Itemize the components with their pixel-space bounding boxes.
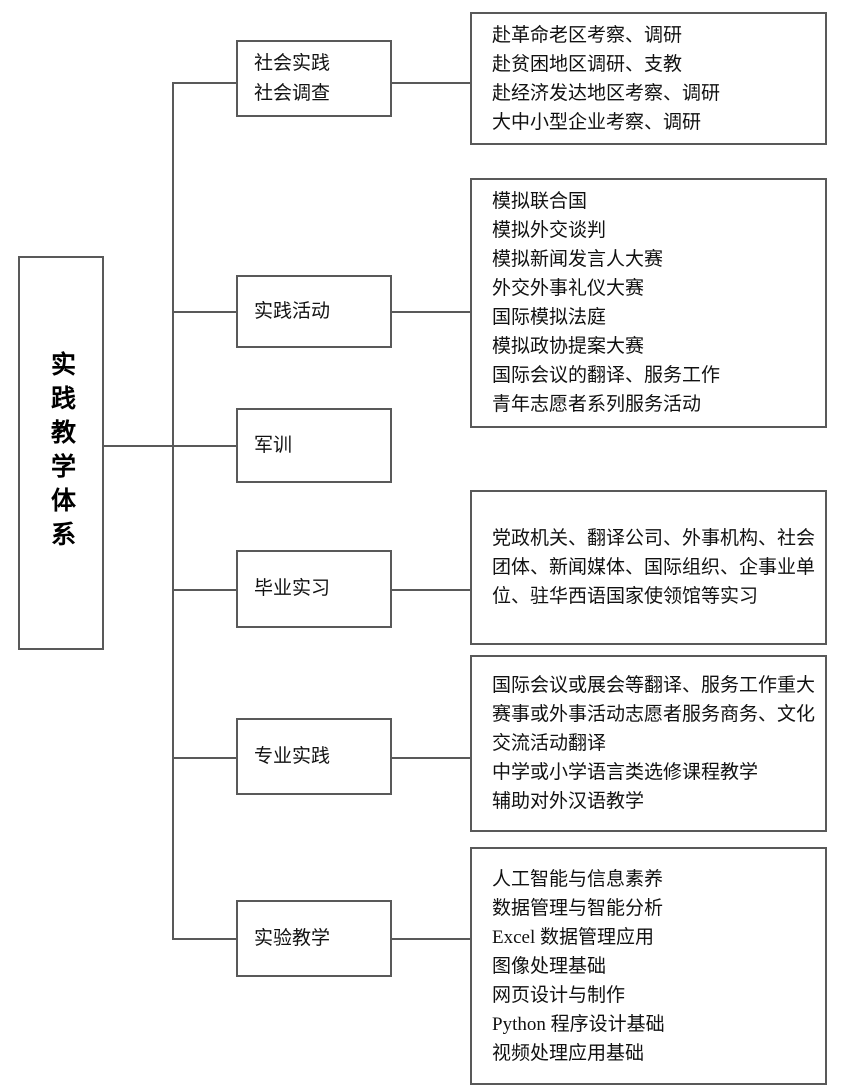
detail-line: 中学或小学语言类选修课程教学 [492,762,759,783]
connector-root-to-trunk [103,445,173,447]
detail-line: 国际会议的翻译、服务工作 [492,365,721,386]
connector-trunk-to-category-2 [172,311,237,313]
connector-trunk-to-category-4 [172,589,237,591]
detail-line: 模拟联合国 [492,191,588,212]
detail-line: 模拟新闻发言人大赛 [492,249,664,270]
detail-line: 国际会议或展会等翻译、服务工作重大赛事或外事活动志愿者服务商务、文化交流活动翻译 [492,675,816,754]
detail-line: 赴贫困地区调研、支教 [492,53,683,75]
detail-line: 模拟外交谈判 [492,220,607,241]
detail-line: 辅助对外汉语教学 [492,791,645,812]
detail-line: 模拟政协提案大赛 [492,336,645,357]
detail-line: 国际模拟法庭 [492,307,607,328]
category-node-practice-activities: 实践活动 [236,275,392,348]
detail-node-social-practice: 赴革命老区考察、调研 赴贫困地区调研、支教 赴经济发达地区考察、调研 大中小型企… [470,12,827,145]
detail-line: 赴经济发达地区考察、调研 [492,82,721,104]
detail-line: 青年志愿者系列服务活动 [492,394,702,415]
detail-node-professional-practice: 国际会议或展会等翻译、服务工作重大赛事或外事活动志愿者服务商务、文化交流活动翻译… [470,655,827,832]
category-label-line: 社会调查 [254,82,331,104]
root-node-practice-teaching-system: 实践教学体系 [18,256,104,650]
connector-category-4-to-detail-4 [391,589,471,591]
detail-line: Python 程序设计基础 [492,1013,665,1035]
connector-category-6-to-detail-6 [391,938,471,940]
category-label-line: 实验教学 [254,927,331,949]
category-label-line: 专业实践 [254,745,331,767]
category-label-line: 军训 [254,434,293,456]
connector-trunk-to-category-3 [172,445,237,447]
detail-node-graduation-internship: 党政机关、翻译公司、外事机构、社会团体、新闻媒体、国际组织、企事业单位、驻华西语… [470,490,827,645]
category-label-line: 毕业实习 [254,578,331,599]
detail-line: 党政机关、翻译公司、外事机构、社会团体、新闻媒体、国际组织、企事业单位、驻华西语… [492,528,816,607]
connector-trunk-to-category-6 [172,938,237,940]
category-node-social-practice: 社会实践 社会调查 [236,40,392,117]
root-node-label: 实践教学体系 [47,351,75,555]
category-label-line: 实践活动 [254,300,331,322]
connector-trunk-to-category-1 [172,82,237,84]
detail-node-practice-activities: 模拟联合国 模拟外交谈判 模拟新闻发言人大赛 外交外事礼仪大赛 国际模拟法庭 模… [470,178,827,428]
connector-trunk-to-category-5 [172,757,237,759]
detail-line: 人工智能与信息素养 [492,868,664,890]
detail-line: 大中小型企业考察、调研 [492,111,702,133]
connector-category-1-to-detail-1 [391,82,471,84]
connector-category-5-to-detail-5 [391,757,471,759]
category-node-experimental-teaching: 实验教学 [236,900,392,977]
connector-category-2-to-detail-2 [391,311,471,313]
detail-line: 赴革命老区考察、调研 [492,24,683,46]
detail-line: 数据管理与智能分析 [492,897,664,919]
detail-line: 网页设计与制作 [492,984,626,1006]
detail-line: 视频处理应用基础 [492,1042,645,1064]
connector-trunk-vertical [172,82,174,939]
detail-node-experimental-teaching: 人工智能与信息素养 数据管理与智能分析 Excel 数据管理应用 图像处理基础 … [470,847,827,1085]
detail-line: Excel 数据管理应用 [492,926,655,948]
category-node-professional-practice: 专业实践 [236,718,392,795]
category-node-military-training: 军训 [236,408,392,483]
category-label-line: 社会实践 [254,52,331,74]
category-node-graduation-internship: 毕业实习 [236,550,392,628]
detail-line: 外交外事礼仪大赛 [492,278,645,299]
detail-line: 图像处理基础 [492,955,607,977]
